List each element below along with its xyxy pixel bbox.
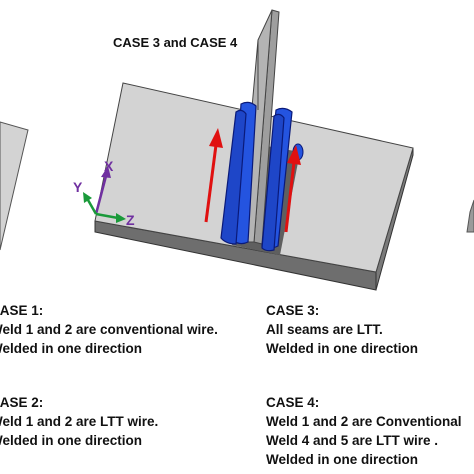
axis-z-line: [95, 212, 119, 220]
case-4-line-2: Weld 4 and 5 are LTT wire .: [266, 433, 439, 448]
axis-z-label: Z: [126, 212, 135, 228]
axis-x-label: X: [104, 158, 114, 174]
left-plate-top: [0, 121, 29, 251]
case-4-line-3: Welded in one direction: [266, 452, 419, 467]
case-1-line-1: Weld 1 and 2 are conventional wire.: [0, 322, 218, 337]
case-4-block: CASE 4: Weld 1 and 2 are Conventional We…: [266, 393, 462, 469]
weld-bead-2: [220, 109, 247, 245]
weld-bead-4: [261, 113, 285, 252]
case-4-line-1: Weld 1 and 2 are Conventional: [266, 414, 462, 429]
axis-x-line: [94, 175, 108, 215]
direction-arrow-right: [284, 145, 301, 233]
axis-y-label: Y: [73, 179, 83, 195]
case-1-line-2: Welded in one direction: [0, 341, 143, 356]
right-plate-edge: [466, 199, 474, 233]
diagram-title: CASE 3 and CASE 4: [113, 35, 238, 50]
case-2-title: CASE 2:: [0, 395, 44, 410]
case-3-line-2: Welded in one direction: [266, 341, 419, 356]
case-4-title: CASE 4:: [266, 395, 320, 410]
axis-triad: X Y Z: [73, 158, 135, 228]
direction-arrow-left: [204, 128, 223, 223]
case-1-title: CASE 1:: [0, 303, 44, 318]
case-3-block: CASE 3: All seams are LTT. Welded in one…: [266, 301, 418, 358]
case-3-line-1: All seams are LTT.: [266, 322, 383, 337]
case-2-line-1: Weld 1 and 2 are LTT wire.: [0, 414, 159, 429]
case-2-line-2: Welded in one direction: [0, 433, 143, 448]
case-2-block: CASE 2: Weld 1 and 2 are LTT wire. Welde…: [0, 393, 158, 450]
case-1-block: CASE 1: Weld 1 and 2 are conventional wi…: [0, 301, 218, 358]
case-3-title: CASE 3:: [266, 303, 320, 318]
axis-y-line: [86, 199, 98, 215]
